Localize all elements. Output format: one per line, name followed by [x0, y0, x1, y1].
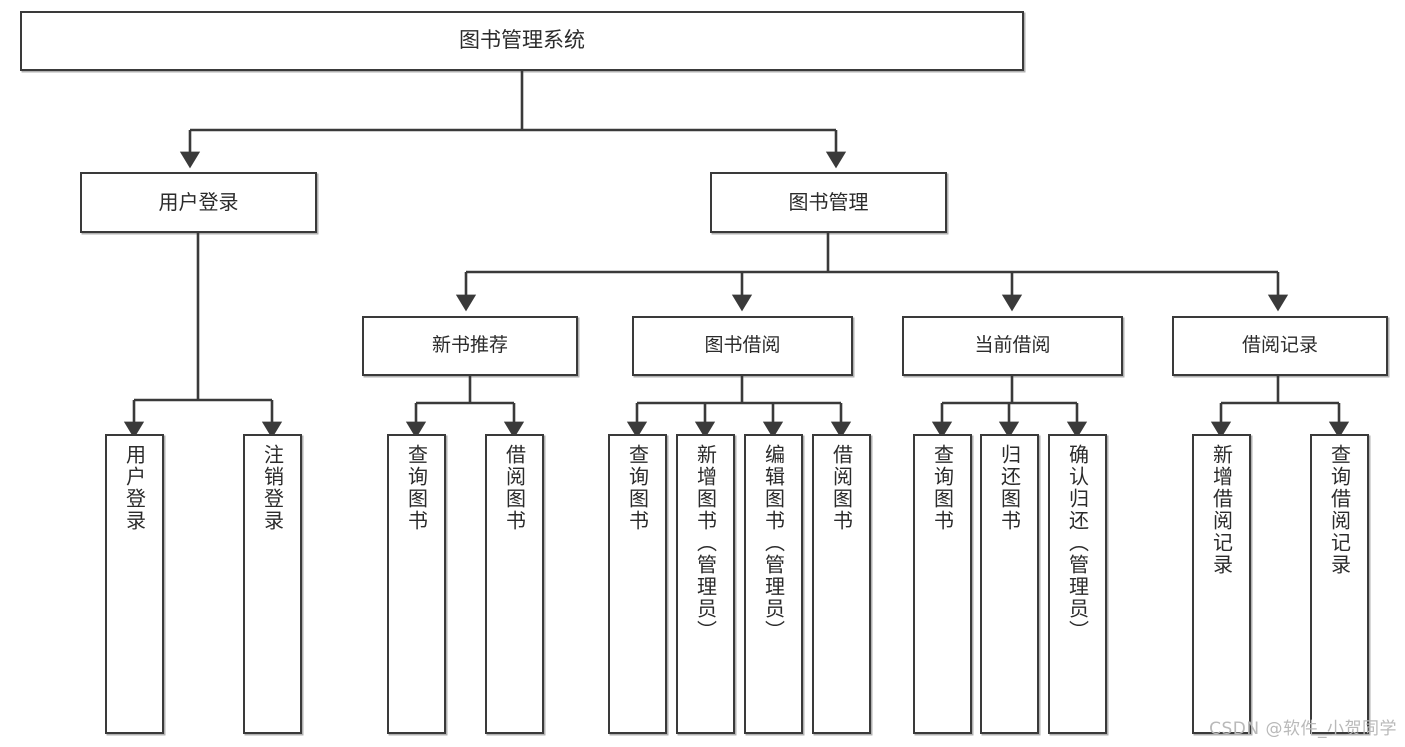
node-label: 借阅记录 [1241, 334, 1318, 357]
node-label: 当前借阅 [974, 334, 1051, 357]
node-borrow-record[interactable]: 借阅记录 [1172, 316, 1388, 376]
node-label: 借阅图书 [502, 444, 527, 532]
node-user-login[interactable]: 用户登录 [80, 172, 317, 233]
node-label: 新增借阅记录 [1209, 444, 1234, 576]
node-label: 查询图书 [404, 444, 429, 532]
node-new-book-recommend[interactable]: 新书推荐 [362, 316, 578, 376]
node-leaf-query-book-recommend[interactable]: 查询图书 [387, 434, 446, 734]
node-leaf-add-borrow-record[interactable]: 新增借阅记录 [1192, 434, 1251, 734]
node-label: 图书管理 [788, 190, 869, 215]
node-label: 新书推荐 [431, 334, 508, 357]
node-leaf-query-book-borrow[interactable]: 查询图书 [608, 434, 667, 734]
node-book-borrow[interactable]: 图书借阅 [632, 316, 853, 376]
node-label: 图书管理系统 [459, 28, 585, 53]
node-leaf-query-borrow-record[interactable]: 查询借阅记录 [1310, 434, 1369, 734]
node-leaf-return-book[interactable]: 归还图书 [980, 434, 1039, 734]
node-leaf-query-book-current[interactable]: 查询图书 [913, 434, 972, 734]
node-label: 查询图书 [625, 444, 650, 532]
node-label: 查询图书 [930, 444, 955, 532]
node-label: 归还图书 [997, 444, 1022, 532]
node-leaf-user-logout[interactable]: 注销登录 [243, 434, 302, 734]
node-label: 用户登录 [122, 444, 147, 532]
node-current-borrow[interactable]: 当前借阅 [902, 316, 1123, 376]
node-leaf-edit-book-admin[interactable]: 编辑图书（管理员） [744, 434, 803, 734]
node-leaf-borrow-book[interactable]: 借阅图书 [812, 434, 871, 734]
node-leaf-borrow-book-recommend[interactable]: 借阅图书 [485, 434, 544, 734]
node-label: 注销登录 [260, 444, 285, 532]
node-root-system[interactable]: 图书管理系统 [20, 11, 1024, 71]
node-leaf-user-login[interactable]: 用户登录 [105, 434, 164, 734]
node-label: 图书借阅 [704, 334, 781, 357]
node-label: 用户登录 [158, 190, 239, 215]
csdn-watermark: CSDN @软件_小贺同学 [1209, 719, 1397, 739]
node-label: 确认归还（管理员） [1065, 444, 1090, 642]
node-label: 借阅图书 [829, 444, 854, 532]
node-leaf-add-book-admin[interactable]: 新增图书（管理员） [676, 434, 735, 734]
node-book-management[interactable]: 图书管理 [710, 172, 947, 233]
node-label: 编辑图书（管理员） [761, 444, 786, 642]
node-leaf-confirm-return-admin[interactable]: 确认归还（管理员） [1048, 434, 1107, 734]
node-label: 查询借阅记录 [1327, 444, 1352, 576]
node-label: 新增图书（管理员） [693, 444, 718, 642]
